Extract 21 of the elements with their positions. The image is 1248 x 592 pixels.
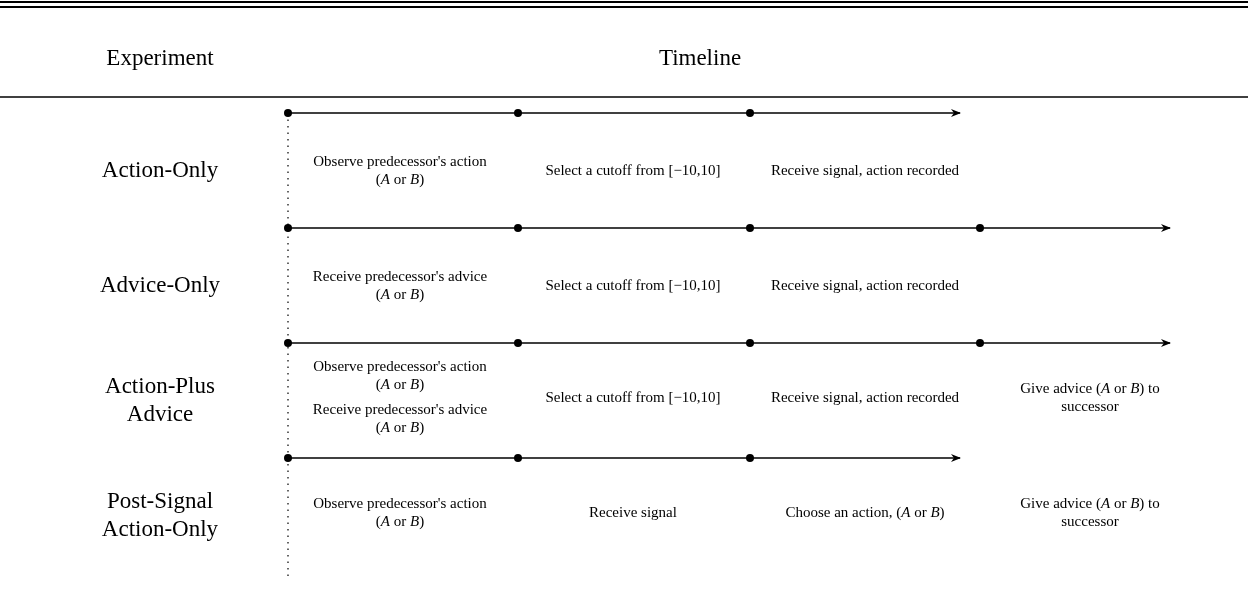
step-text: Give advice (A or B) to successor	[1019, 379, 1161, 415]
column-header: Experiment	[106, 44, 214, 72]
step-text: Receive signal, action recorded	[769, 161, 961, 179]
step-text: Receive signal	[588, 503, 678, 521]
step-text: Observe predecessor's action (A or B)	[312, 152, 488, 188]
step-text: Give advice (A or B) to successor	[1019, 494, 1161, 530]
step-text: Receive predecessor's advice (A or B)	[312, 267, 488, 303]
experiment-name: Post-Signal Action-Only	[100, 487, 220, 543]
step-text: Observe predecessor's action (A or B)	[312, 494, 488, 530]
step-text: Choose an action, (A or B)	[785, 503, 945, 521]
step-text: Receive signal, action recorded	[769, 276, 961, 294]
experiment-name: Advice-Only	[99, 271, 221, 299]
experiment-name: Action-Only	[101, 156, 219, 184]
step-text: Observe predecessor's action (A or B)	[312, 357, 488, 393]
step-text: Receive signal, action recorded	[769, 388, 961, 406]
step-text: Select a cutoff from [−10,10]	[544, 161, 722, 179]
experiment-name: Action-Plus Advice	[104, 372, 216, 428]
step-text: Select a cutoff from [−10,10]	[544, 388, 722, 406]
step-text: Select a cutoff from [−10,10]	[544, 276, 722, 294]
column-header: Timeline	[658, 44, 742, 72]
step-text: Receive predecessor's advice (A or B)	[312, 400, 488, 436]
